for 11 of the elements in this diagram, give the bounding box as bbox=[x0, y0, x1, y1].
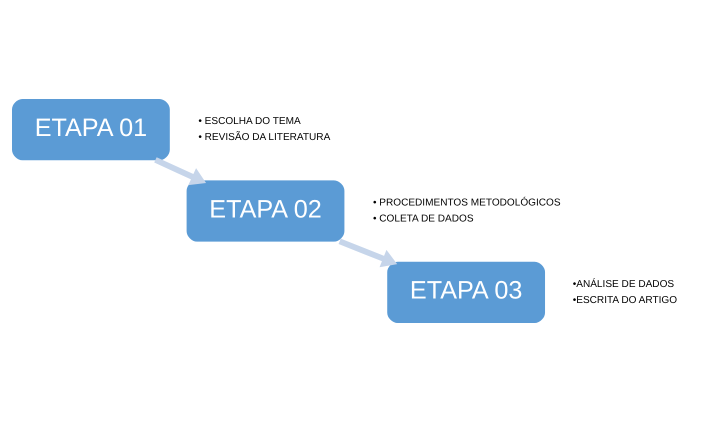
arrow bbox=[338, 238, 398, 267]
node-box: ETAPA 03 bbox=[387, 261, 546, 323]
node-label: • REVISÃO DA LITERATURA bbox=[198, 132, 330, 143]
node-label: •ESCRITA DO ARTIGO bbox=[572, 294, 678, 306]
node-label: • COLETA DE DADOS bbox=[372, 213, 474, 224]
node-box: ETAPA 01 bbox=[12, 98, 170, 160]
arrow bbox=[154, 156, 206, 185]
node-label: • ESCOLHA DO TEMA bbox=[198, 116, 301, 127]
node-label: •ANÁLISE DE DADOS bbox=[572, 278, 674, 290]
node-box: ETAPA 02 bbox=[186, 180, 344, 242]
node-label: • PROCEDIMENTOS METODOLÓGICOS bbox=[372, 197, 561, 208]
